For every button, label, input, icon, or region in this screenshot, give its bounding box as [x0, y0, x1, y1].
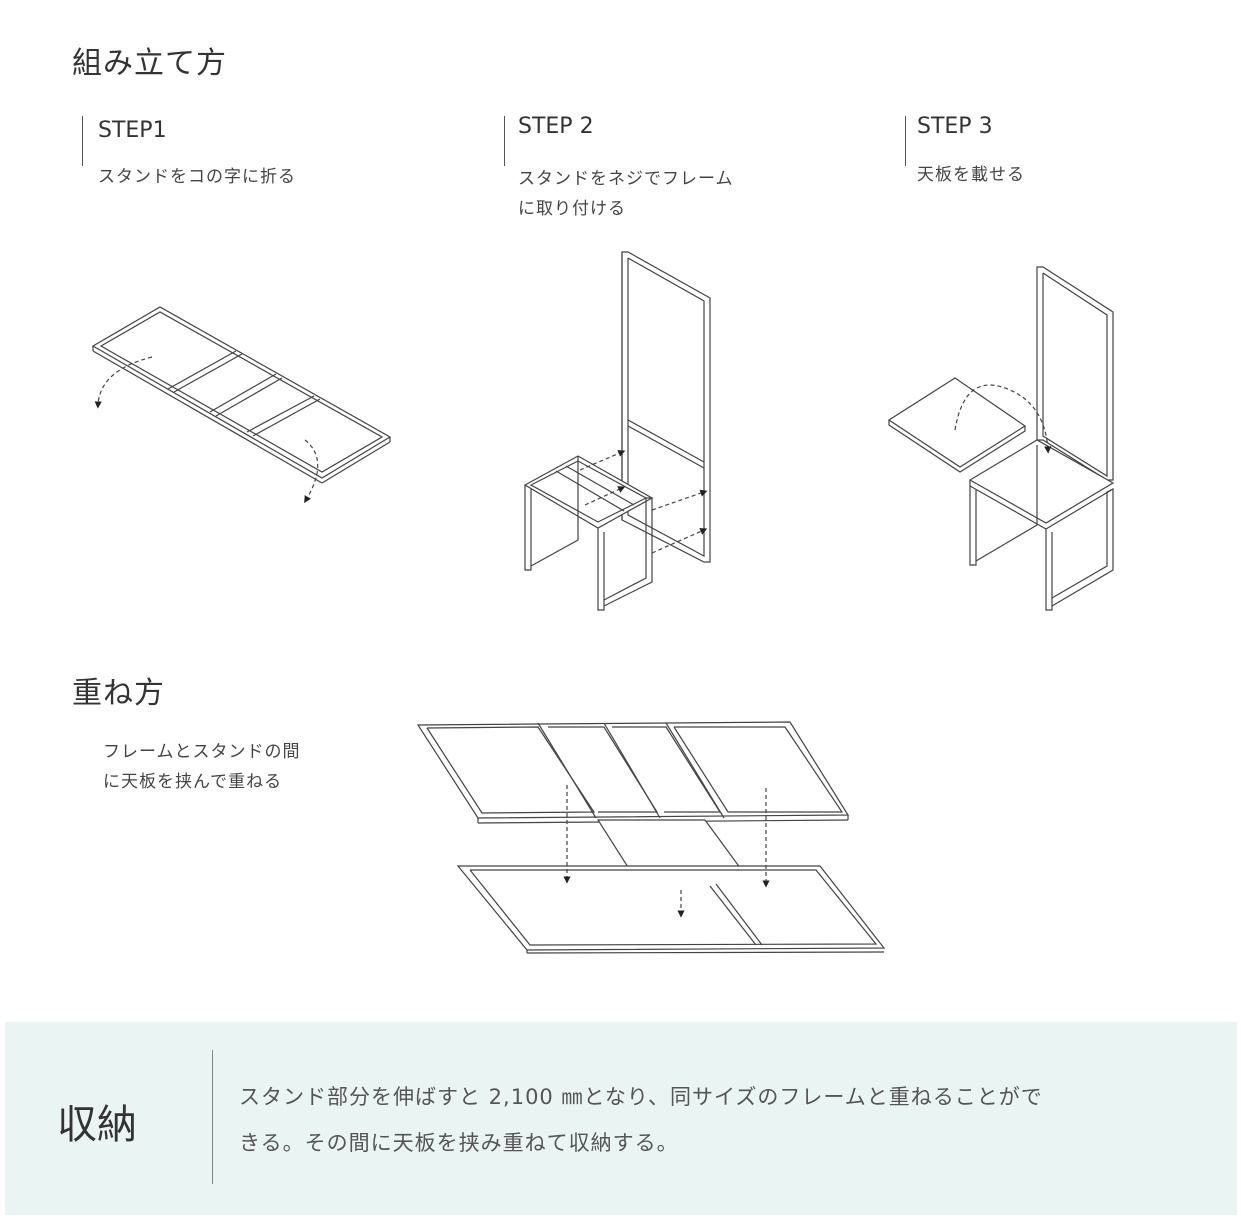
step3-chair-drawing — [887, 266, 1115, 611]
step-3-title: STEP 3 — [917, 114, 993, 139]
step-2-title: STEP 2 — [518, 114, 594, 139]
step1-stand-drawing — [91, 306, 392, 504]
step-divider — [905, 116, 906, 166]
stacking-heading: 重ね方 — [72, 676, 165, 711]
storage-text-line-2: きる。その間に天板を挟み重ねて収納する。 — [239, 1131, 679, 1155]
assembly-illustrations — [91, 251, 1115, 954]
step-divider — [504, 116, 505, 166]
step2-frame-drawing — [523, 251, 711, 611]
stacking-desc-1: フレームとスタンドの間 — [103, 742, 301, 762]
stacking-drawing — [416, 721, 886, 954]
storage-title: 収納 — [57, 1102, 137, 1148]
assembly-heading: 組み立て方 — [72, 46, 227, 81]
step-1-desc: スタンドをコの字に折る — [98, 167, 296, 187]
step-1-title: STEP1 — [98, 118, 167, 143]
step-2-desc-2: に取り付ける — [518, 199, 626, 219]
step-3-desc: 天板を載せる — [917, 165, 1025, 185]
storage-text-line-1: スタンド部分を伸ばすと 2,100 ㎜となり、同サイズのフレームと重ねることがで — [239, 1085, 1043, 1109]
storage-panel: 収納 スタンド部分を伸ばすと 2,100 ㎜となり、同サイズのフレームと重ねるこ… — [5, 1022, 1237, 1215]
storage-text: スタンド部分を伸ばすと 2,100 ㎜となり、同サイズのフレームと重ねることがで… — [239, 1074, 1043, 1166]
storage-divider — [212, 1050, 213, 1184]
step-2-desc-1: スタンドをネジでフレーム — [518, 169, 734, 189]
stacking-desc-2: に天板を挟んで重ねる — [103, 772, 283, 792]
step-divider — [82, 116, 83, 166]
